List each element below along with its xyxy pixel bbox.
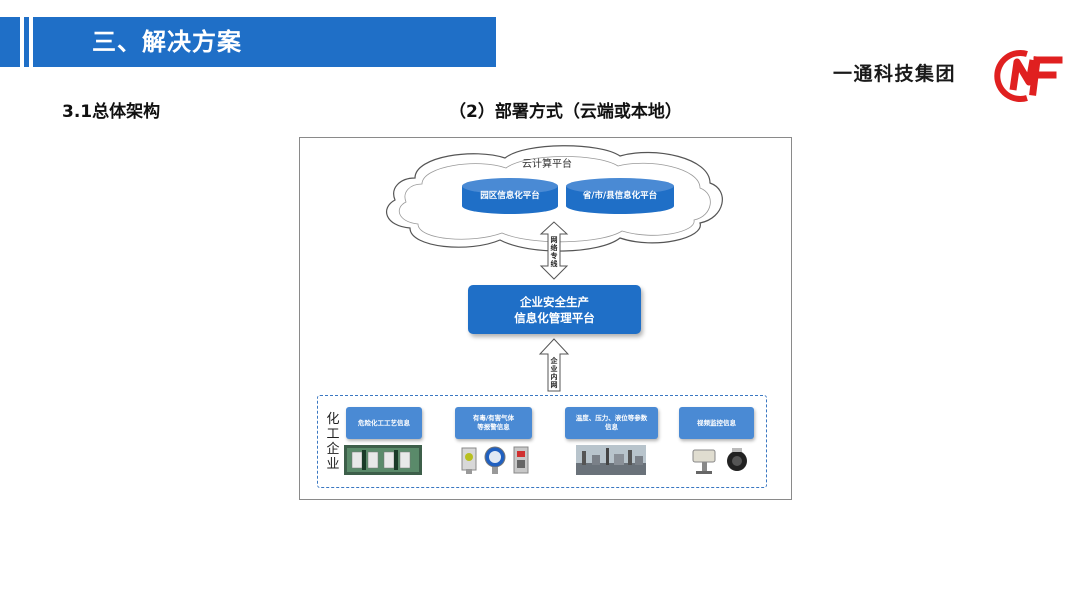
source-video: 视频监控信息 — [679, 407, 754, 439]
enterprise-label: 化工企业 — [326, 412, 340, 472]
up-arrow-icon — [538, 338, 570, 392]
source-parameters: 温度、压力、液位等参数 信息 — [565, 407, 658, 439]
banner-stripe — [29, 17, 33, 67]
source-label: 视频监控信息 — [697, 418, 736, 427]
gas-detector-image — [484, 446, 506, 474]
cylinder-provincial-platform — [566, 178, 674, 214]
banner-title: 三、解决方案 — [92, 28, 242, 56]
platform-line2: 信息化管理平台 — [514, 310, 595, 325]
gas-detector-image — [513, 446, 529, 474]
source-process-info: 危险化工工艺信息 — [346, 407, 422, 439]
source-label: 温度、压力、液位等参数 — [575, 414, 648, 422]
double-arrow-icon — [539, 221, 569, 280]
cylinder-park-platform — [462, 178, 558, 214]
gas-detector-image — [461, 447, 477, 474]
surveillance-camera-image — [727, 448, 747, 471]
source-gas-alarm: 有毒/有害气体 等报警信息 — [455, 407, 532, 439]
logo-icon — [994, 50, 1063, 102]
section-title: 3.1总体架构 — [62, 102, 161, 122]
control-panel-image — [344, 445, 422, 475]
architecture-diagram: 云计算平台 园区信息化平台 省/市/县信息化平台 网络专线 企业安全生产 信息化… — [299, 137, 792, 500]
source-label: 有毒/有害气体 — [472, 414, 515, 422]
platform-line1: 企业安全生产 — [520, 294, 589, 309]
source-label: 危险化工工艺信息 — [358, 418, 410, 427]
provincial-platform-label: 省/市/县信息化平台 — [582, 191, 658, 201]
intranet-label: 企业内网 — [550, 357, 558, 389]
company-name: 一通科技集团 — [833, 63, 957, 85]
park-platform-label: 园区信息化平台 — [480, 191, 540, 201]
source-label: 等报警信息 — [477, 423, 510, 431]
header-banner: 三、解决方案 — [0, 17, 496, 67]
surveillance-camera-image — [692, 449, 716, 474]
chemical-enterprise-group: 化工企业 危险化工工艺信息 有毒/有害气体 等报警信息 温度、压力、液位等参数 … — [317, 395, 767, 488]
source-label: 信息 — [605, 423, 618, 431]
chemical-plant-image — [576, 445, 646, 475]
leased-line-label: 网络专线 — [550, 236, 558, 268]
central-platform-box: 企业安全生产 信息化管理平台 — [468, 285, 641, 334]
banner-stripe — [20, 17, 24, 67]
diagram-subtitle: （2）部署方式（云端或本地） — [449, 102, 682, 122]
cloud-label: 云计算平台 — [522, 159, 572, 170]
company-logo — [993, 48, 1065, 104]
